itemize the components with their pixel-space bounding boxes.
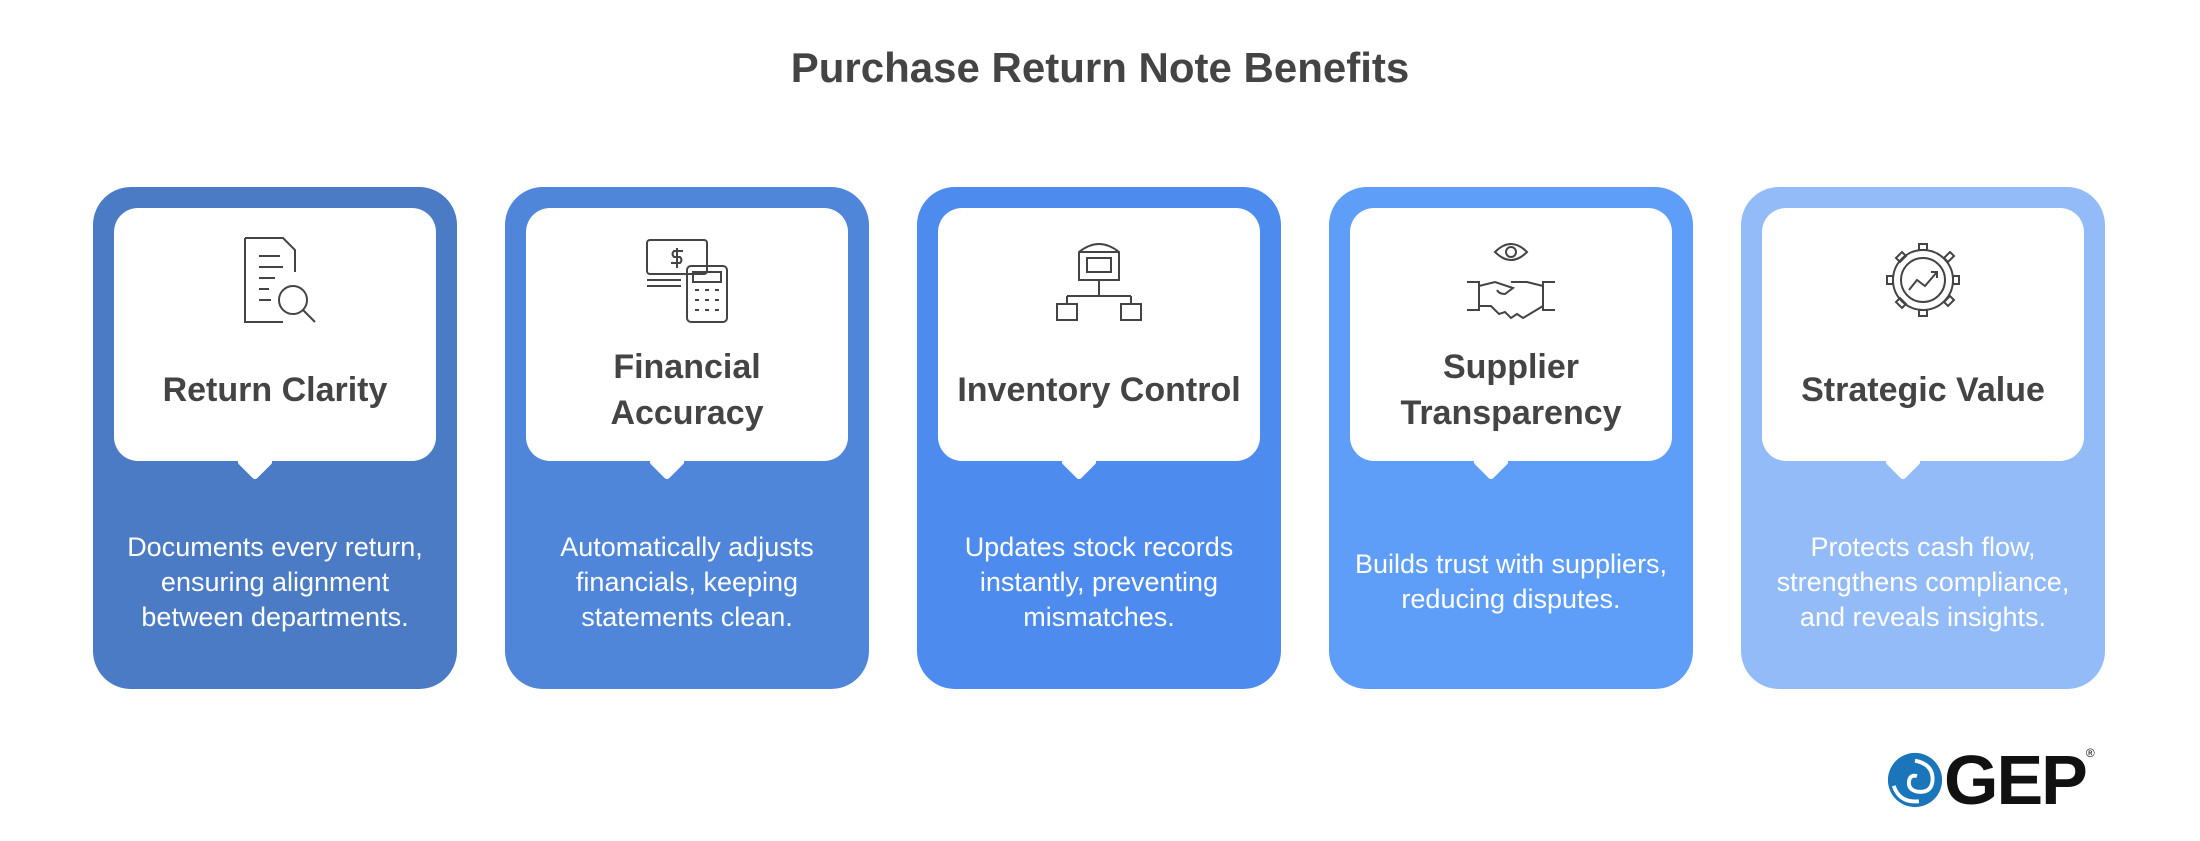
- card-description: Builds trust with suppliers, reducing di…: [1354, 549, 1668, 614]
- card-header: Supplier Transparency: [1350, 208, 1672, 461]
- card-header: Return Clarity: [114, 208, 436, 461]
- card-description: Updates stock records instantly, prevent…: [964, 531, 1234, 632]
- card-title: Supplier Transparency: [1400, 348, 1622, 432]
- card-title: Financial Accuracy: [610, 348, 764, 432]
- gep-logo: GEP ®: [1886, 740, 2095, 820]
- document-search-icon: [244, 237, 316, 323]
- card-header: Strategic Value: [1762, 208, 2084, 461]
- eye-handshake-icon: [1467, 243, 1555, 320]
- card-supplier-transparency: Supplier Transparency Builds trust with …: [1329, 187, 1693, 689]
- card-title: Return Clarity: [162, 371, 388, 409]
- card-description: Documents every return, ensuring alignme…: [127, 531, 423, 632]
- card-header: Inventory Control: [938, 208, 1260, 461]
- card-description: Automatically adjusts financials, keepin…: [560, 531, 814, 632]
- money-calculator-icon: [646, 239, 728, 323]
- card-financial-accuracy: Financial Accuracy Automatically adjusts…: [505, 187, 869, 689]
- card-header: Financial Accuracy: [526, 208, 848, 461]
- registered-mark: ®: [2085, 746, 2095, 760]
- card-description: Protects cash flow, strengthens complian…: [1776, 531, 2070, 632]
- card-title: Strategic Value: [1801, 371, 2045, 409]
- card-strategic-value: Strategic Value Protects cash flow, stre…: [1741, 187, 2105, 689]
- card-inventory-control: Inventory Control Updates stock records …: [917, 187, 1281, 689]
- page-title: Purchase Return Note Benefits: [790, 44, 1410, 91]
- gear-chart-icon: [1886, 243, 1960, 317]
- logo-text: GEP: [1944, 741, 2088, 819]
- card-title: Inventory Control: [957, 371, 1241, 409]
- card-return-clarity: Return Clarity Documents every return, e…: [93, 187, 457, 689]
- gep-swirl-icon: [1887, 752, 1943, 808]
- warehouse-network-icon: [1056, 243, 1142, 321]
